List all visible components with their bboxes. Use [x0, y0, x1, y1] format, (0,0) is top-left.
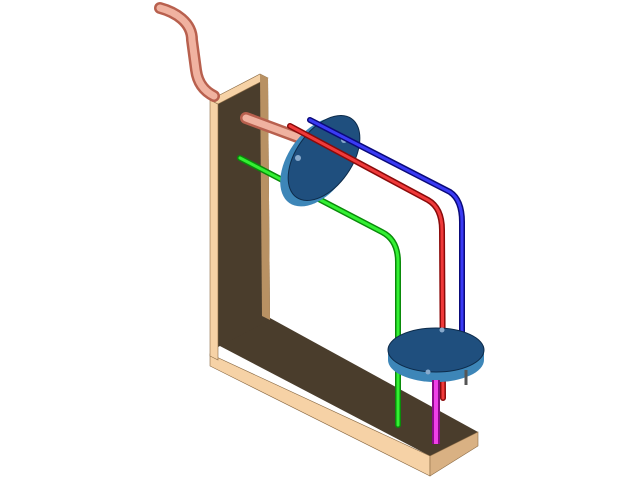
bracket-base-top: [218, 318, 478, 456]
bracket-front-edge: [209, 99, 219, 361]
bracket-base-side: [429, 431, 479, 477]
green-tube: [237, 155, 401, 428]
copper-pipe: [154, 2, 306, 144]
l-bracket: [209, 73, 479, 477]
blue-tube: [307, 117, 465, 365]
bracket-side-edge: [260, 74, 270, 320]
red-tube: [287, 123, 446, 401]
bracket-back-face: [218, 78, 270, 347]
lower-flange-disk: [387, 327, 485, 382]
